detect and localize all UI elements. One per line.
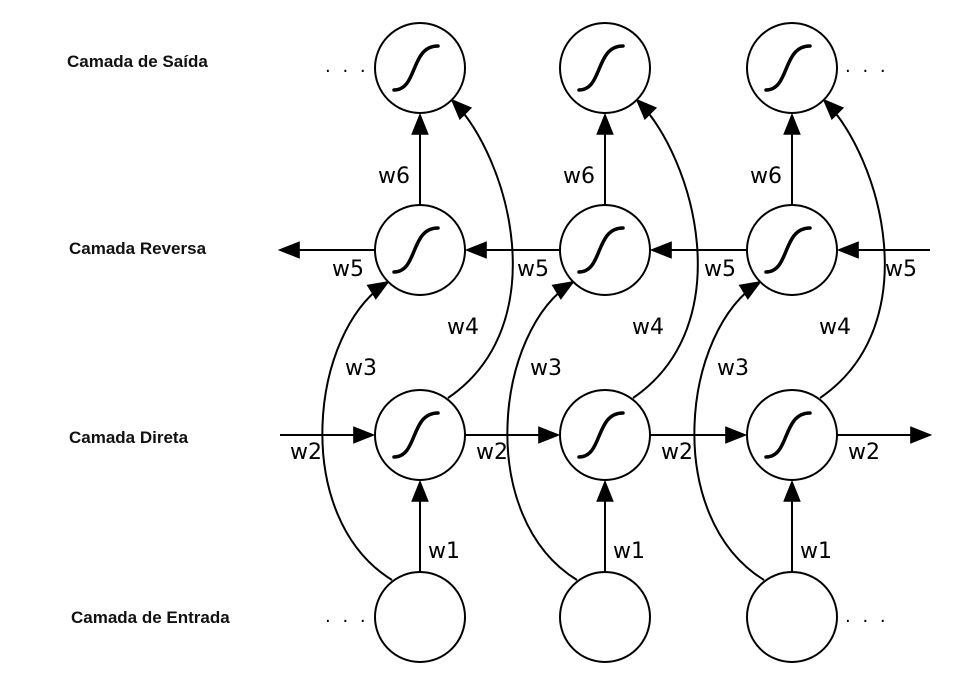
w1-label: w1	[800, 539, 832, 564]
w6-label: w6	[378, 164, 410, 189]
input-neuron	[374, 571, 466, 663]
backward-neuron	[746, 204, 838, 296]
w4-edge	[447, 98, 514, 399]
forward-neuron	[559, 389, 651, 481]
w6-label: w6	[750, 164, 782, 189]
sigmoid-icon	[577, 226, 625, 274]
sigmoid-icon	[764, 411, 812, 459]
w5-label: w5	[704, 257, 736, 282]
sigmoid-icon	[577, 44, 625, 92]
output-neuron	[559, 22, 651, 114]
ellipsis-right-output: . . .	[845, 56, 889, 77]
w3-label: w3	[530, 356, 562, 381]
w5-label: w5	[332, 257, 364, 282]
w6-label: w6	[563, 164, 595, 189]
w2-label: w2	[661, 440, 693, 465]
w1-label: w1	[428, 539, 460, 564]
w4-label: w4	[447, 315, 479, 340]
w5-label: w5	[517, 257, 549, 282]
output-neuron	[746, 22, 838, 114]
w2-label: w2	[290, 440, 322, 465]
w3-label: w3	[345, 356, 377, 381]
forward-layer-label: Camada Direta	[69, 428, 189, 447]
sigmoid-icon	[577, 411, 625, 459]
backward-neuron	[559, 204, 651, 296]
input-neuron	[746, 571, 838, 663]
output-neuron	[374, 22, 466, 114]
backward-neuron	[374, 204, 466, 296]
sigmoid-icon	[392, 44, 440, 92]
forward-neuron	[746, 389, 838, 481]
w4-label: w4	[632, 315, 664, 340]
w4-edge	[819, 98, 886, 399]
connections	[277, 98, 933, 581]
input-layer-label: Camada de Entrada	[71, 608, 230, 627]
w1-label: w1	[613, 539, 645, 564]
ellipsis-left-input: . . .	[325, 606, 369, 627]
input-neuron	[559, 571, 651, 663]
weight-labels: w1 w6 w3 w4 w5 w2 w1 w6 w3 w4 w5 w2 w1 w6 w3 w4 w5 w2 w2 w5…	[290, 56, 917, 627]
ellipsis-right-input: . . .	[845, 606, 889, 627]
neurons	[374, 22, 838, 663]
output-layer-label: Camada de Saída	[67, 52, 208, 71]
sigmoid-icon	[764, 226, 812, 274]
backward-layer-label: Camada Reversa	[69, 239, 207, 258]
w2-label: w2	[476, 440, 508, 465]
w4-edge	[632, 98, 699, 399]
sigmoid-icon	[392, 411, 440, 459]
w3-edge	[321, 280, 393, 581]
w4-label: w4	[819, 315, 851, 340]
w3-label: w3	[717, 356, 749, 381]
w5-label: w5	[885, 257, 917, 282]
sigmoid-icon	[764, 44, 812, 92]
w3-edge	[693, 280, 765, 581]
forward-neuron	[374, 389, 466, 481]
sigmoid-icon	[392, 226, 440, 274]
w3-edge	[506, 280, 578, 581]
w2-label: w2	[848, 440, 880, 465]
ellipsis-left-output: . . .	[325, 56, 369, 77]
